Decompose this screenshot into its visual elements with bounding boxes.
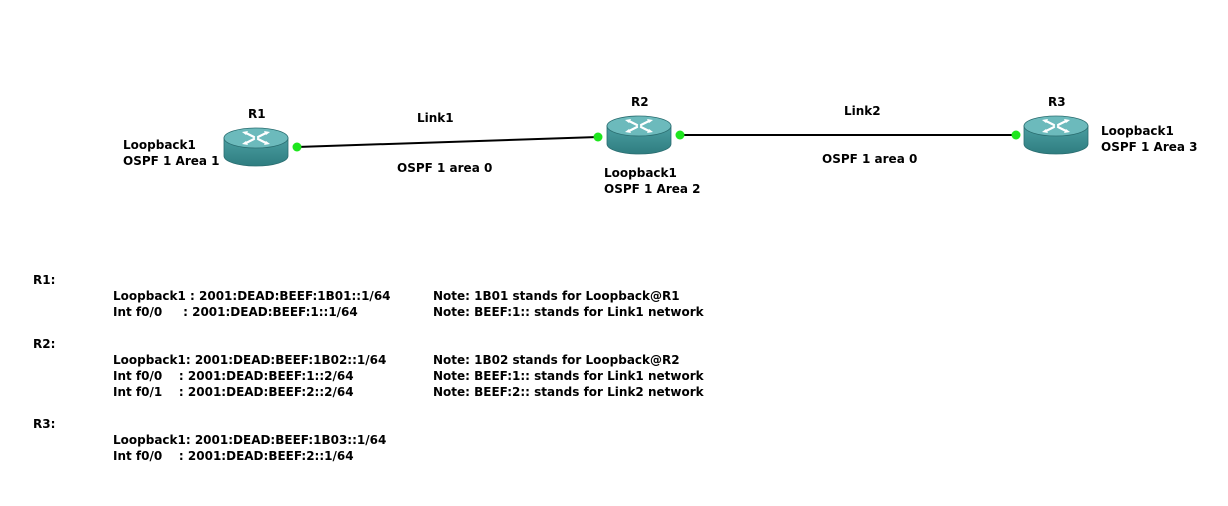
r1-port-dot[interactable] [292,142,302,152]
r2-config-heading: R2: [33,337,56,351]
link2-name-label: Link2 [844,104,881,118]
r1-ospf-label: OSPF 1 Area 1 [123,154,220,168]
router-r1-name: R1 [248,107,266,121]
r2-config-note: Note: BEEF:1:: stands for Link1 network [433,369,704,383]
r2-config-line: Int f0/1 : 2001:DEAD:BEEF:2::2/64 [113,385,354,399]
router-r3-name: R3 [1048,95,1066,109]
r1-config-note: Note: 1B01 stands for Loopback@R1 [433,289,680,303]
link1-ospf-label: OSPF 1 area 0 [397,161,493,175]
r1-config-line: Loopback1 : 2001:DEAD:BEEF:1B01::1/64 [113,289,391,303]
r3-ospf-label: OSPF 1 Area 3 [1101,140,1198,154]
router-r1-icon[interactable] [222,126,290,168]
router-r3-icon[interactable] [1022,114,1090,156]
r2-config-note: Note: BEEF:2:: stands for Link2 network [433,385,704,399]
r1-loopback-label: Loopback1 [123,138,196,152]
router-r2-name: R2 [631,95,649,109]
r3-port-dot[interactable] [1011,130,1021,140]
r1-config-line: Int f0/0 : 2001:DEAD:BEEF:1::1/64 [113,305,358,319]
r3-config-heading: R3: [33,417,56,431]
r2-loopback-label: Loopback1 [604,166,677,180]
r2-config-line: Loopback1: 2001:DEAD:BEEF:1B02::1/64 [113,353,387,367]
link1-name-label: Link1 [417,111,454,125]
link1-line [296,136,599,148]
r3-config-line: Int f0/0 : 2001:DEAD:BEEF:2::1/64 [113,449,354,463]
r1-config-note: Note: BEEF:1:: stands for Link1 network [433,305,704,319]
r2-ospf-label: OSPF 1 Area 2 [604,182,701,196]
r2-port-right-dot[interactable] [675,130,685,140]
r1-config-heading: R1: [33,273,56,287]
router-r2-icon[interactable] [605,114,673,156]
r2-config-line: Int f0/0 : 2001:DEAD:BEEF:1::2/64 [113,369,354,383]
link2-ospf-label: OSPF 1 area 0 [822,152,918,166]
r3-config-line: Loopback1: 2001:DEAD:BEEF:1B03::1/64 [113,433,387,447]
r3-loopback-label: Loopback1 [1101,124,1174,138]
r2-port-left-dot[interactable] [593,132,603,142]
r2-config-note: Note: 1B02 stands for Loopback@R2 [433,353,680,367]
